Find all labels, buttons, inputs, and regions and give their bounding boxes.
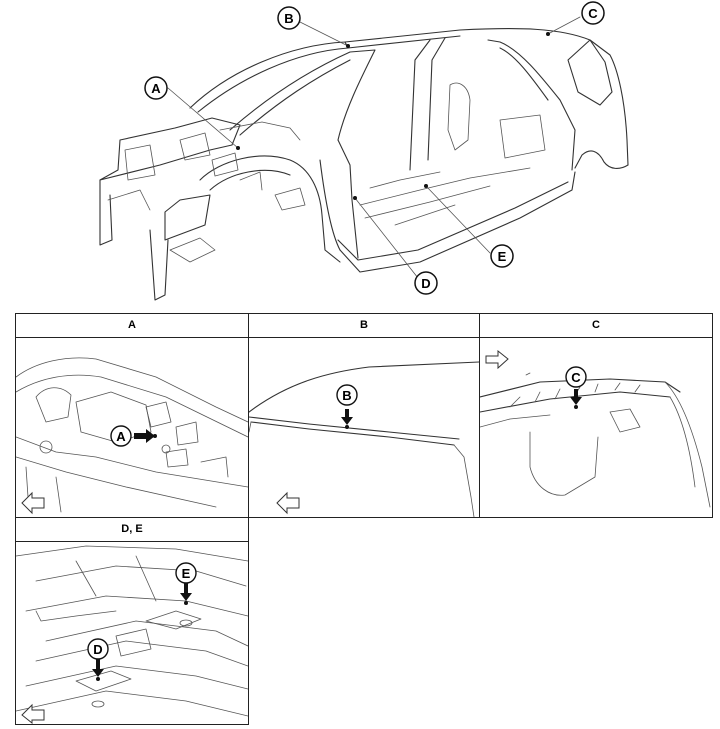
detail-panel-b: B B [248,313,480,518]
callout-c: C [581,1,605,25]
svg-text:A: A [116,429,126,444]
front-direction-arrow-icon [21,703,45,724]
panel-a-title: A [16,314,248,338]
callout-e: E [490,244,514,268]
svg-text:D: D [93,642,102,657]
callout-a: A [144,76,168,100]
panel-de-illustration: E D [16,545,248,724]
svg-text:D: D [421,276,430,291]
front-direction-arrow-icon [276,491,300,515]
svg-text:A: A [151,81,161,96]
front-direction-arrow-icon [21,491,45,515]
panel-de-callout-e: E [175,562,197,584]
panel-b-title: B [249,314,479,338]
svg-text:E: E [498,249,507,264]
panel-b-illustration: B [249,361,479,517]
panel-de-title: D, E [16,518,248,542]
panel-c-title: C [480,314,712,338]
panel-c-callout: C [565,366,587,388]
detail-panel-c: C C [479,313,713,518]
panel-a-callout: A [110,425,132,447]
vehicle-body-illustration: A B C D E [99,1,629,301]
front-direction-arrow-icon [485,349,509,370]
callout-b: B [277,6,301,30]
panel-de-callout-d: D [87,638,109,660]
svg-text:E: E [182,566,191,581]
detail-panel-a: A A [15,313,249,518]
svg-text:C: C [571,370,581,385]
panel-a-illustration: A [16,357,248,515]
svg-text:C: C [588,6,598,21]
svg-text:B: B [342,388,351,403]
detail-panel-de: D, E E D [15,517,249,725]
panel-b-callout: B [336,384,358,406]
panel-c-illustration: C [480,349,711,508]
svg-text:B: B [284,11,293,26]
callout-d: D [414,271,438,295]
